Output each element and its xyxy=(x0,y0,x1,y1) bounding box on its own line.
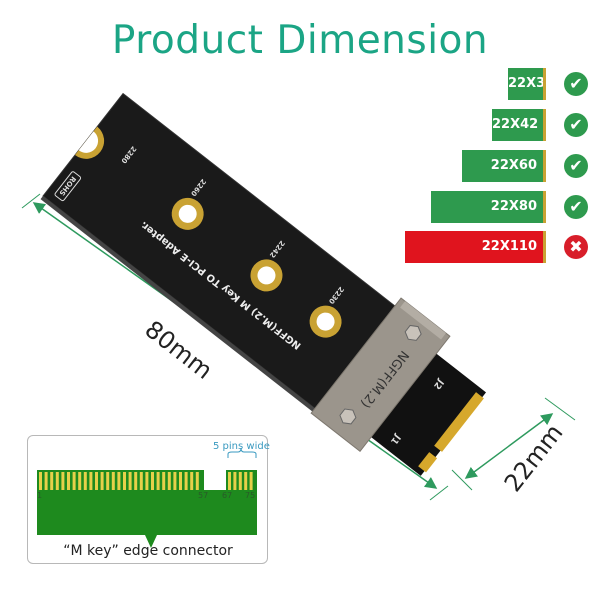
connector-pin xyxy=(162,472,166,490)
connector-pin xyxy=(228,472,231,490)
connector-pin xyxy=(55,472,59,490)
pin-number: 75 xyxy=(245,491,256,500)
mount-hole-2260 xyxy=(171,197,204,230)
connector-pin xyxy=(117,472,121,490)
size-row-22x110: 22X110 ✖ xyxy=(400,231,590,263)
connector-pin xyxy=(61,472,65,490)
size-bar: 22X80 xyxy=(431,191,546,223)
dimension-tick xyxy=(451,469,473,491)
connector-pin xyxy=(145,472,149,490)
screw-icon xyxy=(339,408,357,425)
connector-pin xyxy=(44,472,48,490)
cross-icon: ✖ xyxy=(564,235,588,259)
connector-pin xyxy=(190,472,194,490)
connector-pin xyxy=(167,472,171,490)
size-row-22x60: 22X60 ✔ xyxy=(400,150,590,182)
connector-pin xyxy=(238,472,242,490)
connector-pin xyxy=(123,472,126,490)
screw-icon xyxy=(404,324,422,341)
check-icon: ✔ xyxy=(564,72,588,96)
connector-pin xyxy=(95,472,98,490)
pins-wide-label: 5 pins wide xyxy=(213,441,270,452)
dimension-tick xyxy=(429,485,449,501)
connector-pin xyxy=(151,472,154,490)
adapter-board: 2280 ROHS 2260 2242 2230 NGFF(M.2) M Key… xyxy=(40,92,487,476)
connector-pin xyxy=(67,472,70,490)
connector-pin xyxy=(173,472,177,490)
connector-pin xyxy=(83,472,87,490)
check-icon: ✔ xyxy=(564,154,588,178)
gold-fingers xyxy=(434,392,484,452)
size-row-22x80: 22X80 ✔ xyxy=(400,191,590,223)
m2-edge-tail xyxy=(369,352,487,476)
width-dimension-line xyxy=(464,413,554,479)
connector-pin xyxy=(244,472,248,490)
connector-pin xyxy=(39,472,42,490)
connector-pin xyxy=(106,472,110,490)
pin-number: 57 xyxy=(198,491,209,500)
connector-pin xyxy=(89,472,93,490)
connector-pin xyxy=(100,472,104,490)
check-icon: ✔ xyxy=(564,195,588,219)
size-bar: 22X60 xyxy=(462,150,546,182)
connector-pins xyxy=(39,472,253,490)
size-bar: 22X42 xyxy=(492,109,546,141)
brace-icon xyxy=(227,447,257,458)
connector-pin xyxy=(249,472,253,490)
connector-pin xyxy=(128,472,132,490)
connector-pin xyxy=(233,472,237,490)
connector-pin xyxy=(179,472,182,490)
connector-pin xyxy=(184,472,188,490)
edge-connector-caption: “M key” edge connector xyxy=(63,543,233,559)
connector-pin xyxy=(195,472,199,490)
edge-connector-panel xyxy=(27,435,268,564)
size-bar: 22X30 xyxy=(508,68,554,100)
page-title: Product Dimension xyxy=(111,18,489,63)
connector-pin xyxy=(50,472,54,490)
connector-pin xyxy=(78,472,82,490)
mount-hole-2242 xyxy=(250,259,283,292)
dimension-tick xyxy=(21,193,41,209)
connector-pin xyxy=(139,472,143,490)
connector-pin xyxy=(134,472,138,490)
check-icon: ✔ xyxy=(564,113,588,137)
connector-pin xyxy=(72,472,76,490)
mount-hole-2230 xyxy=(309,305,342,338)
pin-number: 67 xyxy=(222,491,233,500)
size-row-22x42: 22X42 ✔ xyxy=(400,109,590,141)
pin-number: 1 xyxy=(37,491,43,500)
dimension-tick xyxy=(544,397,576,421)
connector-pin xyxy=(111,472,115,490)
size-row-22x30: 22X30 ✔ xyxy=(400,68,590,100)
size-bar: 22X110 xyxy=(405,231,546,263)
connector-pin xyxy=(156,472,160,490)
